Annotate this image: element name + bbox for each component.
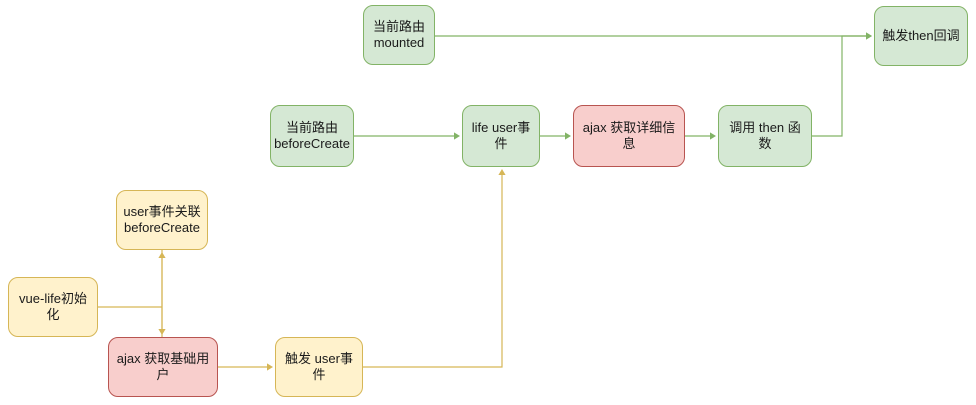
node-call-then[interactable]: 调用 then 函数 (718, 105, 812, 167)
node-label: ajax 获取基础用户 (116, 351, 210, 382)
edge-beforecreate-to-lifeuser-arrowhead (454, 132, 460, 140)
node-trigger-user-event[interactable]: 触发 user事件 (275, 337, 363, 397)
node-route-mounted[interactable]: 当前路由 mounted (363, 5, 435, 65)
edge-ajaxbase-to-userbind-arrowhead (158, 252, 166, 258)
node-ajax-detail[interactable]: ajax 获取详细信息 (573, 105, 685, 167)
edge-callthen-to-callback (812, 32, 872, 137)
node-label: 当前路由 beforeCreate (274, 120, 350, 151)
node-label: vue-life初始化 (19, 291, 87, 322)
edge-ajaxdetail-to-callthen-arrowhead (710, 132, 716, 140)
node-life-user-event[interactable]: life user事件 (462, 105, 540, 167)
node-label: 触发 user事件 (285, 351, 353, 382)
edge-callthen-to-callback-arrowhead (866, 32, 872, 40)
edge-triggeruser-to-lifeuser (363, 169, 506, 368)
edge-ajaxdetail-to-callthen (685, 132, 716, 140)
node-trigger-then-callback[interactable]: 触发then回调 (874, 6, 968, 66)
node-user-event-bind[interactable]: user事件关联 beforeCreate (116, 190, 208, 250)
edge-triggeruser-to-lifeuser-arrowhead (498, 169, 506, 175)
node-label: 当前路由 mounted (372, 19, 425, 50)
node-ajax-base-user[interactable]: ajax 获取基础用户 (108, 337, 218, 397)
node-label: 触发then回调 (882, 28, 960, 43)
edge-ajaxbase-to-triggeruser-arrowhead (267, 363, 273, 371)
node-label: life user事件 (471, 120, 531, 151)
edge-userbind-to-ajaxbase-arrowhead (158, 329, 166, 335)
node-route-beforecreate[interactable]: 当前路由 beforeCreate (270, 105, 354, 167)
node-label: user事件关联 beforeCreate (123, 204, 201, 235)
edge-mounted-to-callback-arrowhead (866, 32, 872, 40)
edge-ajaxbase-to-userbind (158, 252, 166, 337)
node-label: 调用 then 函数 (729, 120, 801, 151)
node-label: ajax 获取详细信息 (582, 120, 676, 151)
edge-userbind-to-ajaxbase (158, 250, 166, 335)
edge-ajaxbase-to-triggeruser (218, 363, 273, 371)
edge-lifeuser-to-ajaxdetail (540, 132, 571, 140)
edge-lifeuser-to-ajaxdetail-arrowhead (565, 132, 571, 140)
edge-beforecreate-to-lifeuser (354, 132, 460, 140)
edge-mounted-to-callback (435, 32, 872, 40)
node-vue-life-init[interactable]: vue-life初始化 (8, 277, 98, 337)
